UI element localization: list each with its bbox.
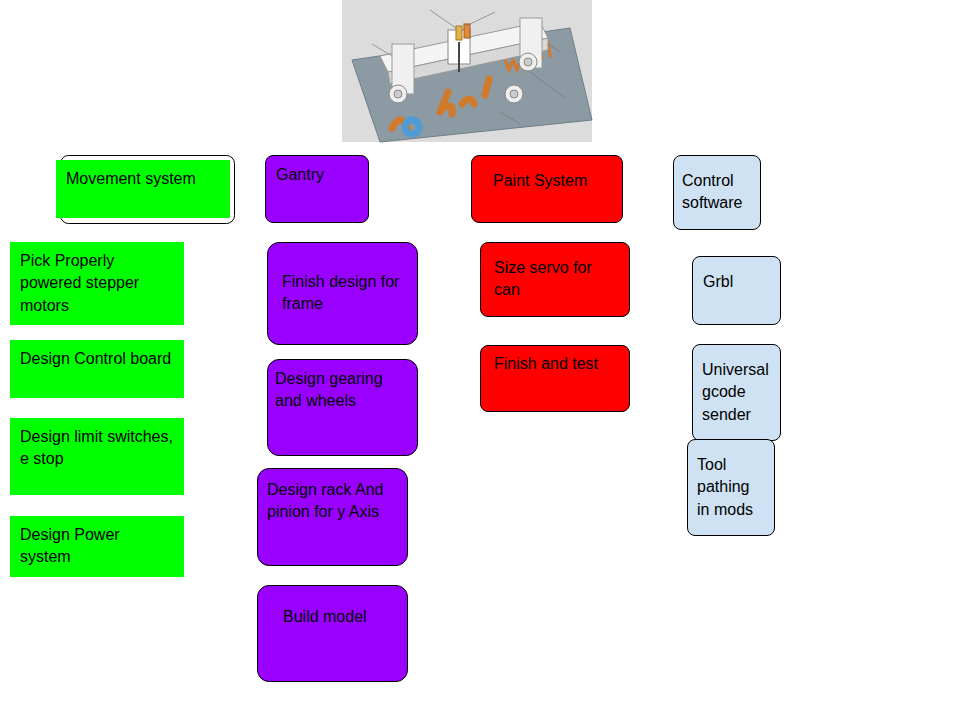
box-label: Design limit switches, e stop: [20, 426, 174, 471]
box-label: Control software: [682, 170, 752, 215]
header-box: Gantry: [265, 155, 369, 223]
task-box: Tool pathing in mods: [687, 439, 775, 536]
task-box: Finish design for frame: [267, 242, 418, 345]
task-box: Grbl: [692, 256, 781, 325]
task-box: Finish and test: [480, 345, 630, 412]
task-box: Universal gcode sender: [692, 344, 781, 441]
box-label: Design Power system: [20, 524, 174, 569]
robot-picture: [342, 0, 592, 142]
box-label: Design Control board: [20, 348, 174, 370]
box-label: Design rack And pinion for y Axis: [267, 479, 398, 524]
box-label: Gantry: [276, 164, 358, 186]
task-box: Build model: [257, 585, 408, 682]
box-label: Grbl: [703, 271, 770, 293]
task-box: Design limit switches, e stop: [10, 418, 184, 495]
task-box: Size servo for can: [480, 242, 630, 317]
box-label: Size servo for can: [494, 257, 616, 302]
task-box: Design Control board: [10, 340, 184, 398]
box-label: Movement system: [66, 168, 220, 190]
box-label: Paint System: [493, 170, 601, 192]
box-label: Universal gcode sender: [702, 359, 771, 426]
header-box: Control software: [673, 155, 761, 230]
box-label: Finish and test: [494, 353, 616, 375]
box-label: Finish design for frame: [282, 271, 403, 316]
header-box: Paint System: [471, 155, 623, 223]
box-label: Design gearing and wheels: [275, 368, 410, 413]
task-box: Design rack And pinion for y Axis: [257, 468, 408, 566]
box-label: Pick Properly powered stepper motors: [20, 250, 174, 317]
task-box: Design Power system: [10, 516, 184, 577]
header-box: Movement system: [56, 160, 230, 218]
task-box: Design gearing and wheels: [267, 359, 418, 456]
box-label: Build model: [283, 606, 382, 628]
box-label: Tool pathing in mods: [697, 454, 765, 521]
task-box: Pick Properly powered stepper motors: [10, 242, 184, 325]
